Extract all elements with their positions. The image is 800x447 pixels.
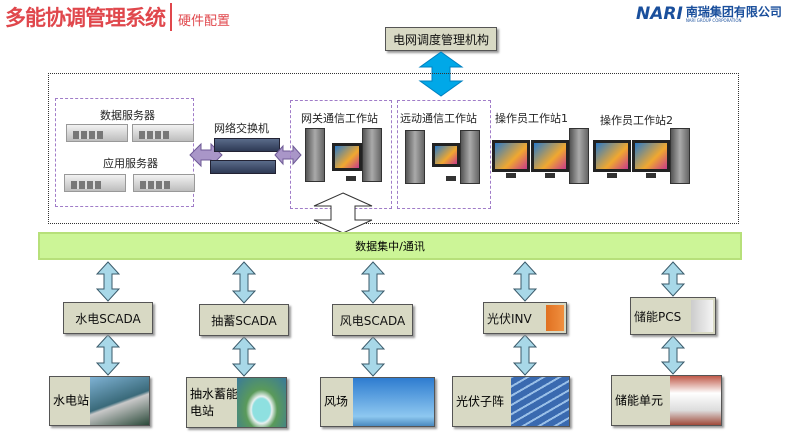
app-server xyxy=(64,174,126,192)
station-label: 网关通信工作站 xyxy=(301,112,378,125)
station-label: 操作员工作站1 xyxy=(495,112,568,125)
light-blue-double-arrow xyxy=(96,261,120,302)
title-divider xyxy=(170,3,172,31)
monitor xyxy=(531,140,569,178)
monitor xyxy=(432,143,460,181)
field-label: 风场 xyxy=(324,394,349,409)
pcs-cabinet xyxy=(691,300,713,332)
controller-label: 光伏INV xyxy=(487,311,532,326)
inverter-device xyxy=(546,305,564,331)
field-node: 水电站 xyxy=(49,376,150,426)
page-subtitle: 硬件配置 xyxy=(178,14,231,29)
controller-node: 水电SCADA xyxy=(63,302,153,334)
data-server-label: 数据服务器 xyxy=(100,109,155,122)
field-photo xyxy=(353,378,434,426)
pc-tower xyxy=(569,128,589,184)
controller-node: 风电SCADA xyxy=(332,304,413,336)
field-label: 水电站 xyxy=(53,393,90,408)
dispatch-center-node: 电网调度管理机构 xyxy=(385,27,497,51)
pc-tower xyxy=(305,128,325,182)
app-server xyxy=(133,174,195,192)
light-blue-double-arrow xyxy=(232,336,256,377)
field-photo xyxy=(511,377,569,426)
controller-label: 水电SCADA xyxy=(75,311,141,326)
data-bus: 数据集中/通讯 xyxy=(38,232,742,260)
field-photo xyxy=(237,378,286,427)
pc-tower xyxy=(362,128,382,182)
monitor xyxy=(332,143,362,181)
station-label: 操作员工作站2 xyxy=(600,114,673,127)
light-blue-double-arrow xyxy=(360,336,385,377)
white-double-arrow xyxy=(313,192,373,234)
app-server-label: 应用服务器 xyxy=(103,157,158,170)
data-server xyxy=(66,124,128,142)
purple-double-arrow xyxy=(274,144,302,166)
monitor xyxy=(593,140,631,178)
data-server xyxy=(132,124,194,142)
light-blue-double-arrow xyxy=(513,261,537,302)
controller-node: 光伏INV xyxy=(483,302,567,334)
monitor xyxy=(632,140,670,178)
blue-double-arrow xyxy=(418,51,464,97)
controller-label: 储能PCS xyxy=(634,309,682,324)
light-blue-double-arrow xyxy=(513,334,537,376)
pc-tower xyxy=(670,128,690,184)
light-blue-double-arrow xyxy=(661,335,685,375)
field-photo xyxy=(670,376,721,425)
light-blue-double-arrow xyxy=(96,334,120,376)
light-blue-double-arrow xyxy=(232,261,256,304)
network-switch xyxy=(214,138,280,152)
light-blue-double-arrow xyxy=(661,261,685,297)
field-label: 抽水蓄能电站 xyxy=(190,386,239,418)
field-label: 储能单元 xyxy=(615,393,664,407)
field-node: 光伏子阵 xyxy=(452,376,570,427)
field-node: 储能单元 xyxy=(611,375,722,426)
field-node: 抽水蓄能电站 xyxy=(186,377,287,428)
field-node: 风场 xyxy=(320,377,435,427)
station-layer-frame xyxy=(48,73,739,224)
station-label: 远动通信工作站 xyxy=(400,112,477,125)
pc-tower xyxy=(460,130,480,184)
controller-label: 抽蓄SCADA xyxy=(211,313,277,328)
monitor xyxy=(492,140,530,178)
controller-node: 储能PCS xyxy=(630,297,716,335)
field-label: 光伏子阵 xyxy=(456,394,505,408)
network-switch xyxy=(210,160,276,174)
switch-label: 网络交换机 xyxy=(214,122,269,135)
controller-label: 风电SCADA xyxy=(339,313,406,328)
pc-tower xyxy=(405,130,425,184)
field-photo xyxy=(90,377,149,425)
page-title: 多能协调管理系统 xyxy=(5,6,166,30)
light-blue-double-arrow xyxy=(360,261,385,304)
controller-node: 抽蓄SCADA xyxy=(199,304,289,336)
remote-station-group xyxy=(397,100,491,209)
